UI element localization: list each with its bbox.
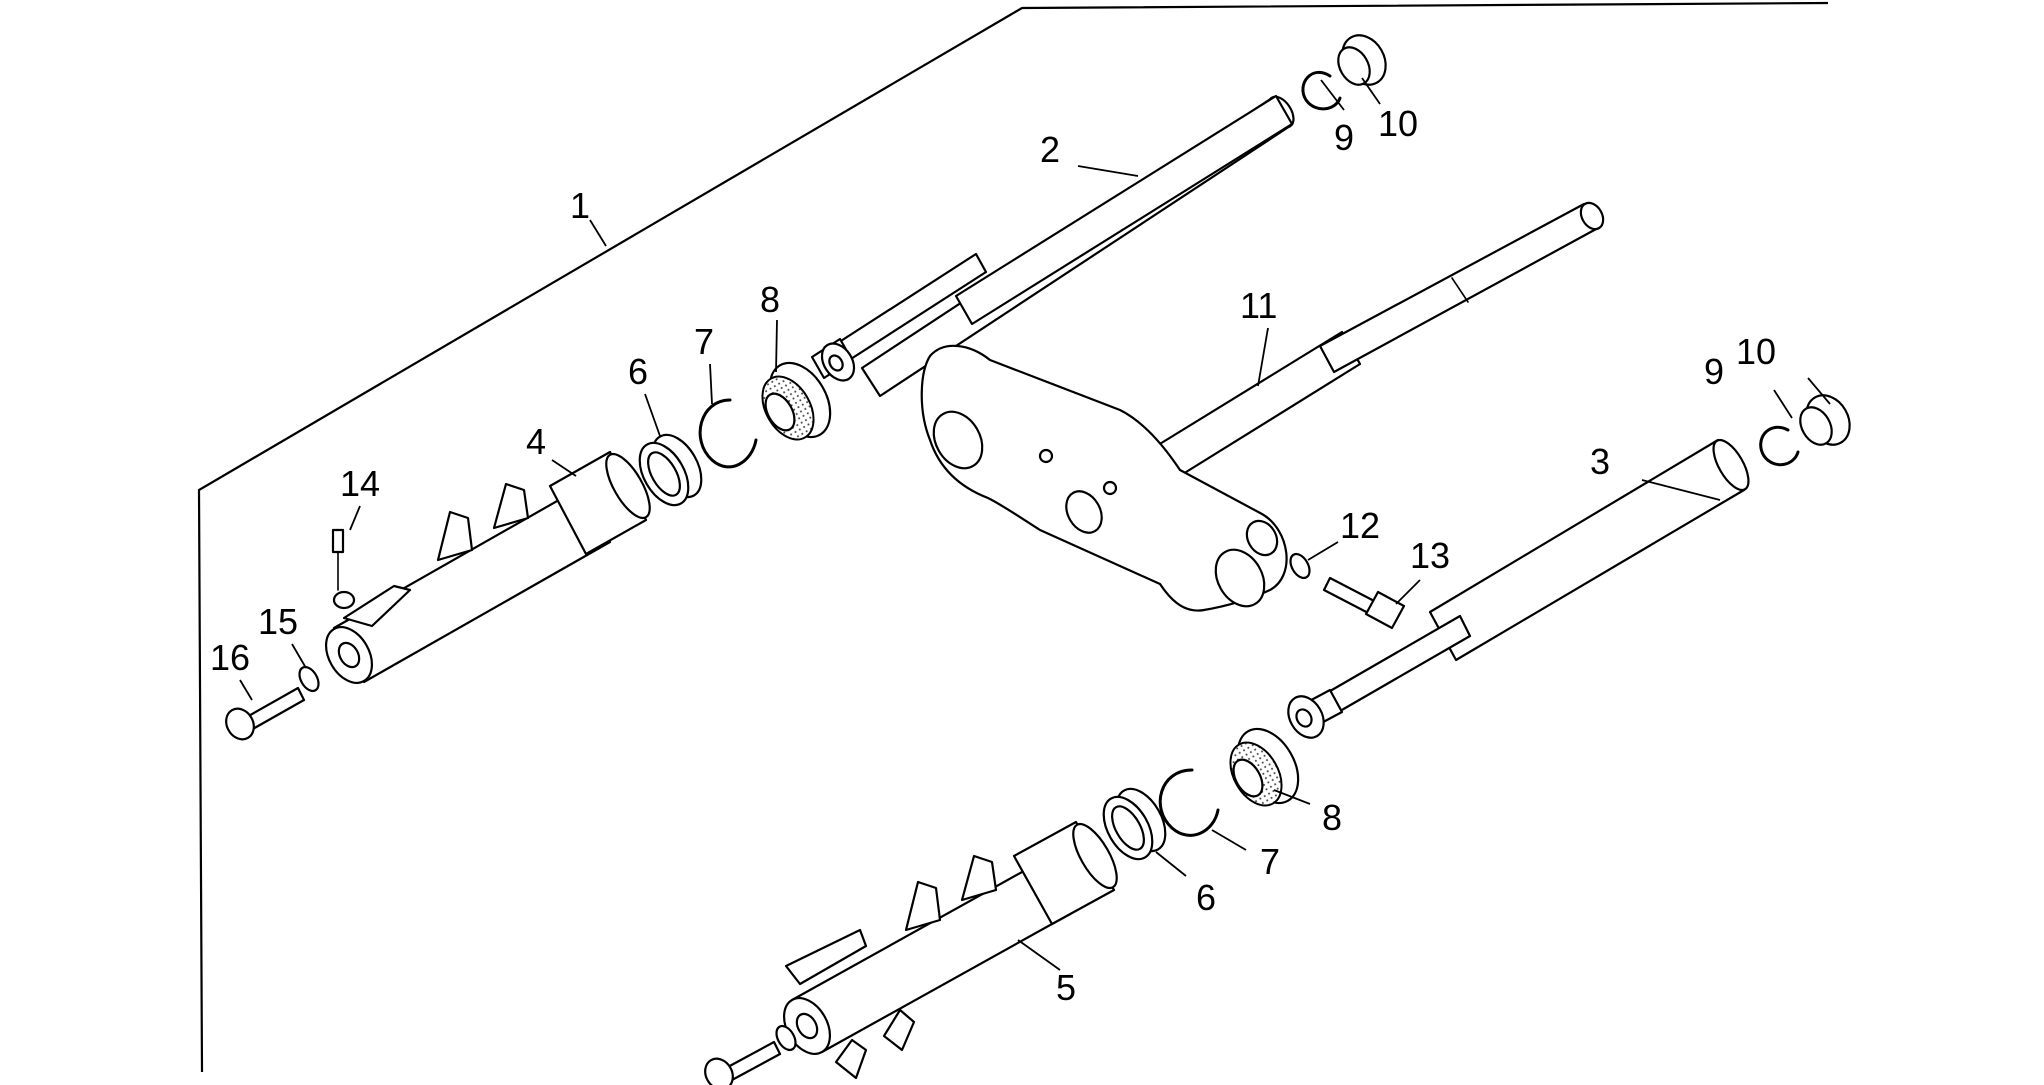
callout-11: 11 <box>1240 285 1277 326</box>
seal-8-left <box>761 361 832 441</box>
callout-8-right: 8 <box>1322 797 1342 838</box>
callout-16: 16 <box>210 637 250 678</box>
callout-6-right: 6 <box>1196 877 1216 918</box>
callout-15: 15 <box>258 601 298 642</box>
cap-10-right <box>1799 394 1851 446</box>
circlip-7-left <box>698 398 758 469</box>
callout-8-left: 8 <box>760 279 780 320</box>
callout-13: 13 <box>1410 535 1450 576</box>
washer-bottom <box>775 1024 797 1052</box>
callout-7-left: 7 <box>694 321 714 362</box>
assembly-frame <box>197 1 1829 1073</box>
fork-tube-left <box>810 94 1295 398</box>
callout-9-right: 9 <box>1704 351 1724 392</box>
bushing-6-left <box>638 433 703 507</box>
callout-10-left: 10 <box>1378 103 1418 144</box>
leader-lines <box>239 77 1831 971</box>
washer-15 <box>298 665 320 693</box>
bolt-16 <box>225 686 306 741</box>
callout-6-left: 6 <box>628 351 648 392</box>
callouts: 1 2 3 4 5 6 6 7 7 8 8 9 10 9 10 11 12 13… <box>210 103 1776 1008</box>
callout-14: 14 <box>340 463 380 504</box>
callout-1: 1 <box>570 185 590 226</box>
bolt-13 <box>1322 576 1406 630</box>
seal-8-right <box>1229 727 1300 807</box>
slider-left <box>324 450 651 684</box>
washer-12 <box>1289 552 1311 580</box>
callout-10-right: 10 <box>1736 331 1776 372</box>
triple-clamp <box>920 201 1605 612</box>
fork-tube-right <box>1287 438 1750 739</box>
screw-14 <box>331 528 356 610</box>
cap-10-left <box>1337 34 1387 86</box>
bushing-6-right <box>1102 787 1167 861</box>
callout-9-left: 9 <box>1334 117 1354 158</box>
slider-right <box>782 820 1118 1080</box>
circlip-7-right <box>1158 768 1220 837</box>
ring-9-left <box>1301 70 1342 111</box>
bolt-bottom <box>704 1040 782 1085</box>
ring-9-right <box>1759 425 1800 467</box>
callout-2: 2 <box>1040 129 1060 170</box>
callout-4: 4 <box>526 421 546 462</box>
callout-5: 5 <box>1056 967 1076 1008</box>
callout-3: 3 <box>1590 441 1610 482</box>
callout-7-right: 7 <box>1260 841 1280 882</box>
callout-12: 12 <box>1340 505 1380 546</box>
